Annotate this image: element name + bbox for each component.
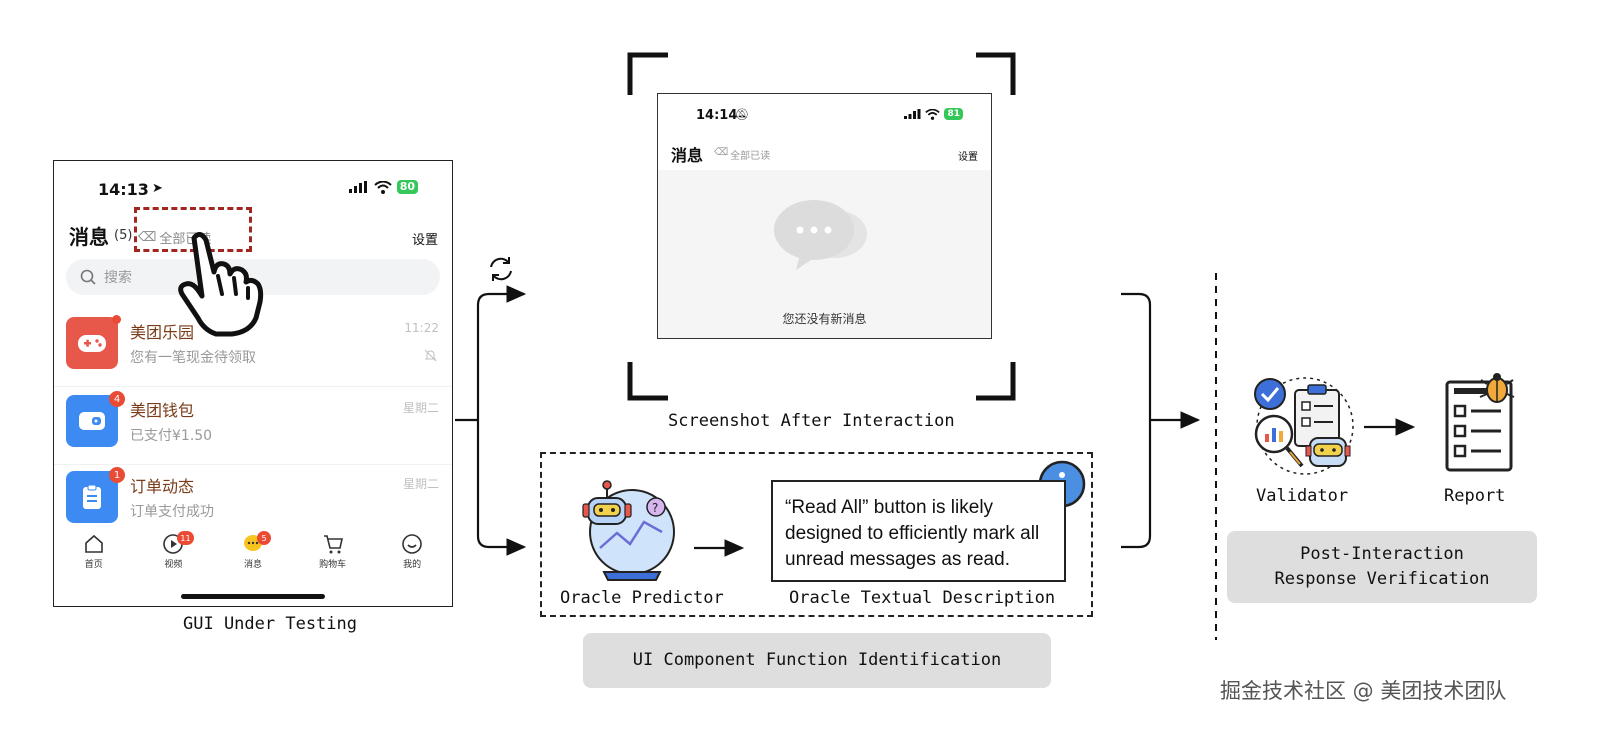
tab-label: 首页 [84, 560, 103, 570]
screenshot-after-label: Screenshot After Interaction [668, 411, 955, 431]
wallet-icon [66, 395, 118, 447]
message-time: 星期二 [402, 401, 439, 415]
status-time: 14:13 [98, 180, 149, 199]
page-title: 消息 [671, 146, 704, 165]
message-title: 订单动态 [130, 477, 195, 496]
eraser-icon: ⌫ [714, 147, 729, 158]
tab-label: 购物车 [319, 560, 347, 570]
watermark: 掘金技术社区 @ 美团技术团队 [1220, 679, 1507, 703]
message-title: 美团乐园 [130, 323, 195, 342]
wifi-icon [925, 108, 941, 120]
tab-profile[interactable]: 我的 [382, 533, 442, 583]
wifi-icon [374, 180, 392, 194]
tab-home[interactable]: 首页 [64, 533, 124, 583]
pointing-hand-icon [178, 232, 264, 337]
tab-label: 消息 [243, 560, 262, 570]
message-preview: 您有一笔现金待领取 [130, 350, 256, 366]
message-time: 11:22 [404, 321, 439, 335]
home-indicator [181, 594, 325, 599]
unread-count: (5) [114, 228, 133, 243]
status-time: 14:14 [696, 108, 738, 123]
message-preview: 订单支付成功 [130, 504, 214, 520]
battery-indicator: 81 [944, 108, 963, 120]
settings-button[interactable]: 设置 [958, 152, 978, 163]
home-icon [84, 534, 103, 553]
post-interaction-verification-pill: Post-Interaction Response Verification [1227, 531, 1537, 603]
refresh-icon [490, 257, 512, 281]
read-all-label: 全部已读 [730, 151, 771, 162]
screenshot-after-phone: 14:14 🔕︎ 81 消息 ⌫ 全部已读 设置 您还没有新消息 [657, 93, 992, 339]
game-icon [66, 317, 118, 369]
unread-dot [112, 315, 121, 324]
tab-video[interactable]: 11 视频 [143, 531, 203, 583]
viewfinder-frame [627, 52, 1016, 401]
unread-badge: 4 [109, 391, 125, 407]
oracle-description-bubble: “Read All” button is likely designed to … [771, 480, 1066, 582]
gui-under-testing-label: GUI Under Testing [183, 614, 357, 634]
page-title: 消息 [69, 225, 109, 249]
report-label: Report [1444, 486, 1506, 506]
robot-icon: ? [582, 480, 675, 581]
validator-label: Validator [1256, 486, 1349, 506]
ui-function-identification-pill: UI Component Function Identification [583, 633, 1051, 688]
signal-icon [348, 181, 367, 193]
status-bar-right: 80 [348, 180, 418, 194]
tab-cart[interactable]: 购物车 [303, 533, 363, 583]
battery-indicator: 80 [396, 180, 418, 194]
clipboard-icon [66, 471, 118, 523]
empty-state: 您还没有新消息 [658, 170, 991, 338]
oracle-section [540, 452, 1093, 617]
empty-chat-bubbles-icon [774, 200, 867, 270]
report-icon [1445, 373, 1515, 472]
tab-messages[interactable]: 5 消息 [223, 531, 283, 583]
cart-icon [323, 535, 343, 554]
tab-label: 视频 [164, 560, 183, 570]
message-title: 美团钱包 [130, 401, 195, 420]
oracle-textual-label: Oracle Textual Description [789, 588, 1056, 608]
fork-connector [455, 292, 524, 549]
signal-icon [904, 109, 921, 119]
empty-message-text: 您还没有新消息 [782, 312, 867, 326]
location-arrow-icon: ➤ [152, 181, 163, 196]
message-preview: 已支付¥1.50 [130, 428, 213, 444]
tab-label: 我的 [403, 560, 422, 570]
message-row[interactable]: 1 订单动态 订单支付成功 星期二 [54, 465, 452, 541]
unread-badge: 1 [109, 467, 125, 483]
gui-under-testing-phone: 14:13 ➤ 80 消息 (5) ⌫ 全部已读 设置 搜索 美团乐园 您有一笔… [53, 160, 453, 607]
oracle-predictor-label: Oracle Predictor [560, 588, 724, 608]
status-bar-right: 81 [904, 108, 963, 120]
message-row[interactable]: 4 美团钱包 已支付¥1.50 星期二 [54, 389, 452, 465]
mute-bell-icon [424, 349, 437, 362]
settings-button[interactable]: 设置 [411, 233, 438, 248]
eraser-icon: ⌫ [138, 230, 157, 245]
message-row[interactable]: 美团乐园 您有一笔现金待领取 11:22 [54, 311, 452, 387]
bottom-tab-bar: 首页 11 视频 5 消息 购物车 我的 [54, 531, 452, 583]
svg-text:?: ? [652, 501, 658, 515]
tab-badge: 11 [177, 531, 194, 545]
smile-icon [402, 534, 422, 554]
tab-badge: 5 [256, 531, 271, 545]
search-placeholder: 搜索 [104, 270, 132, 286]
read-all-highlight [134, 207, 252, 252]
read-all-button[interactable]: ⌫ 全部已读 [714, 147, 770, 162]
search-icon [80, 269, 96, 285]
validator-icon [1254, 377, 1354, 475]
mute-icon: 🔕︎ [735, 108, 749, 121]
message-time: 星期二 [402, 477, 439, 491]
